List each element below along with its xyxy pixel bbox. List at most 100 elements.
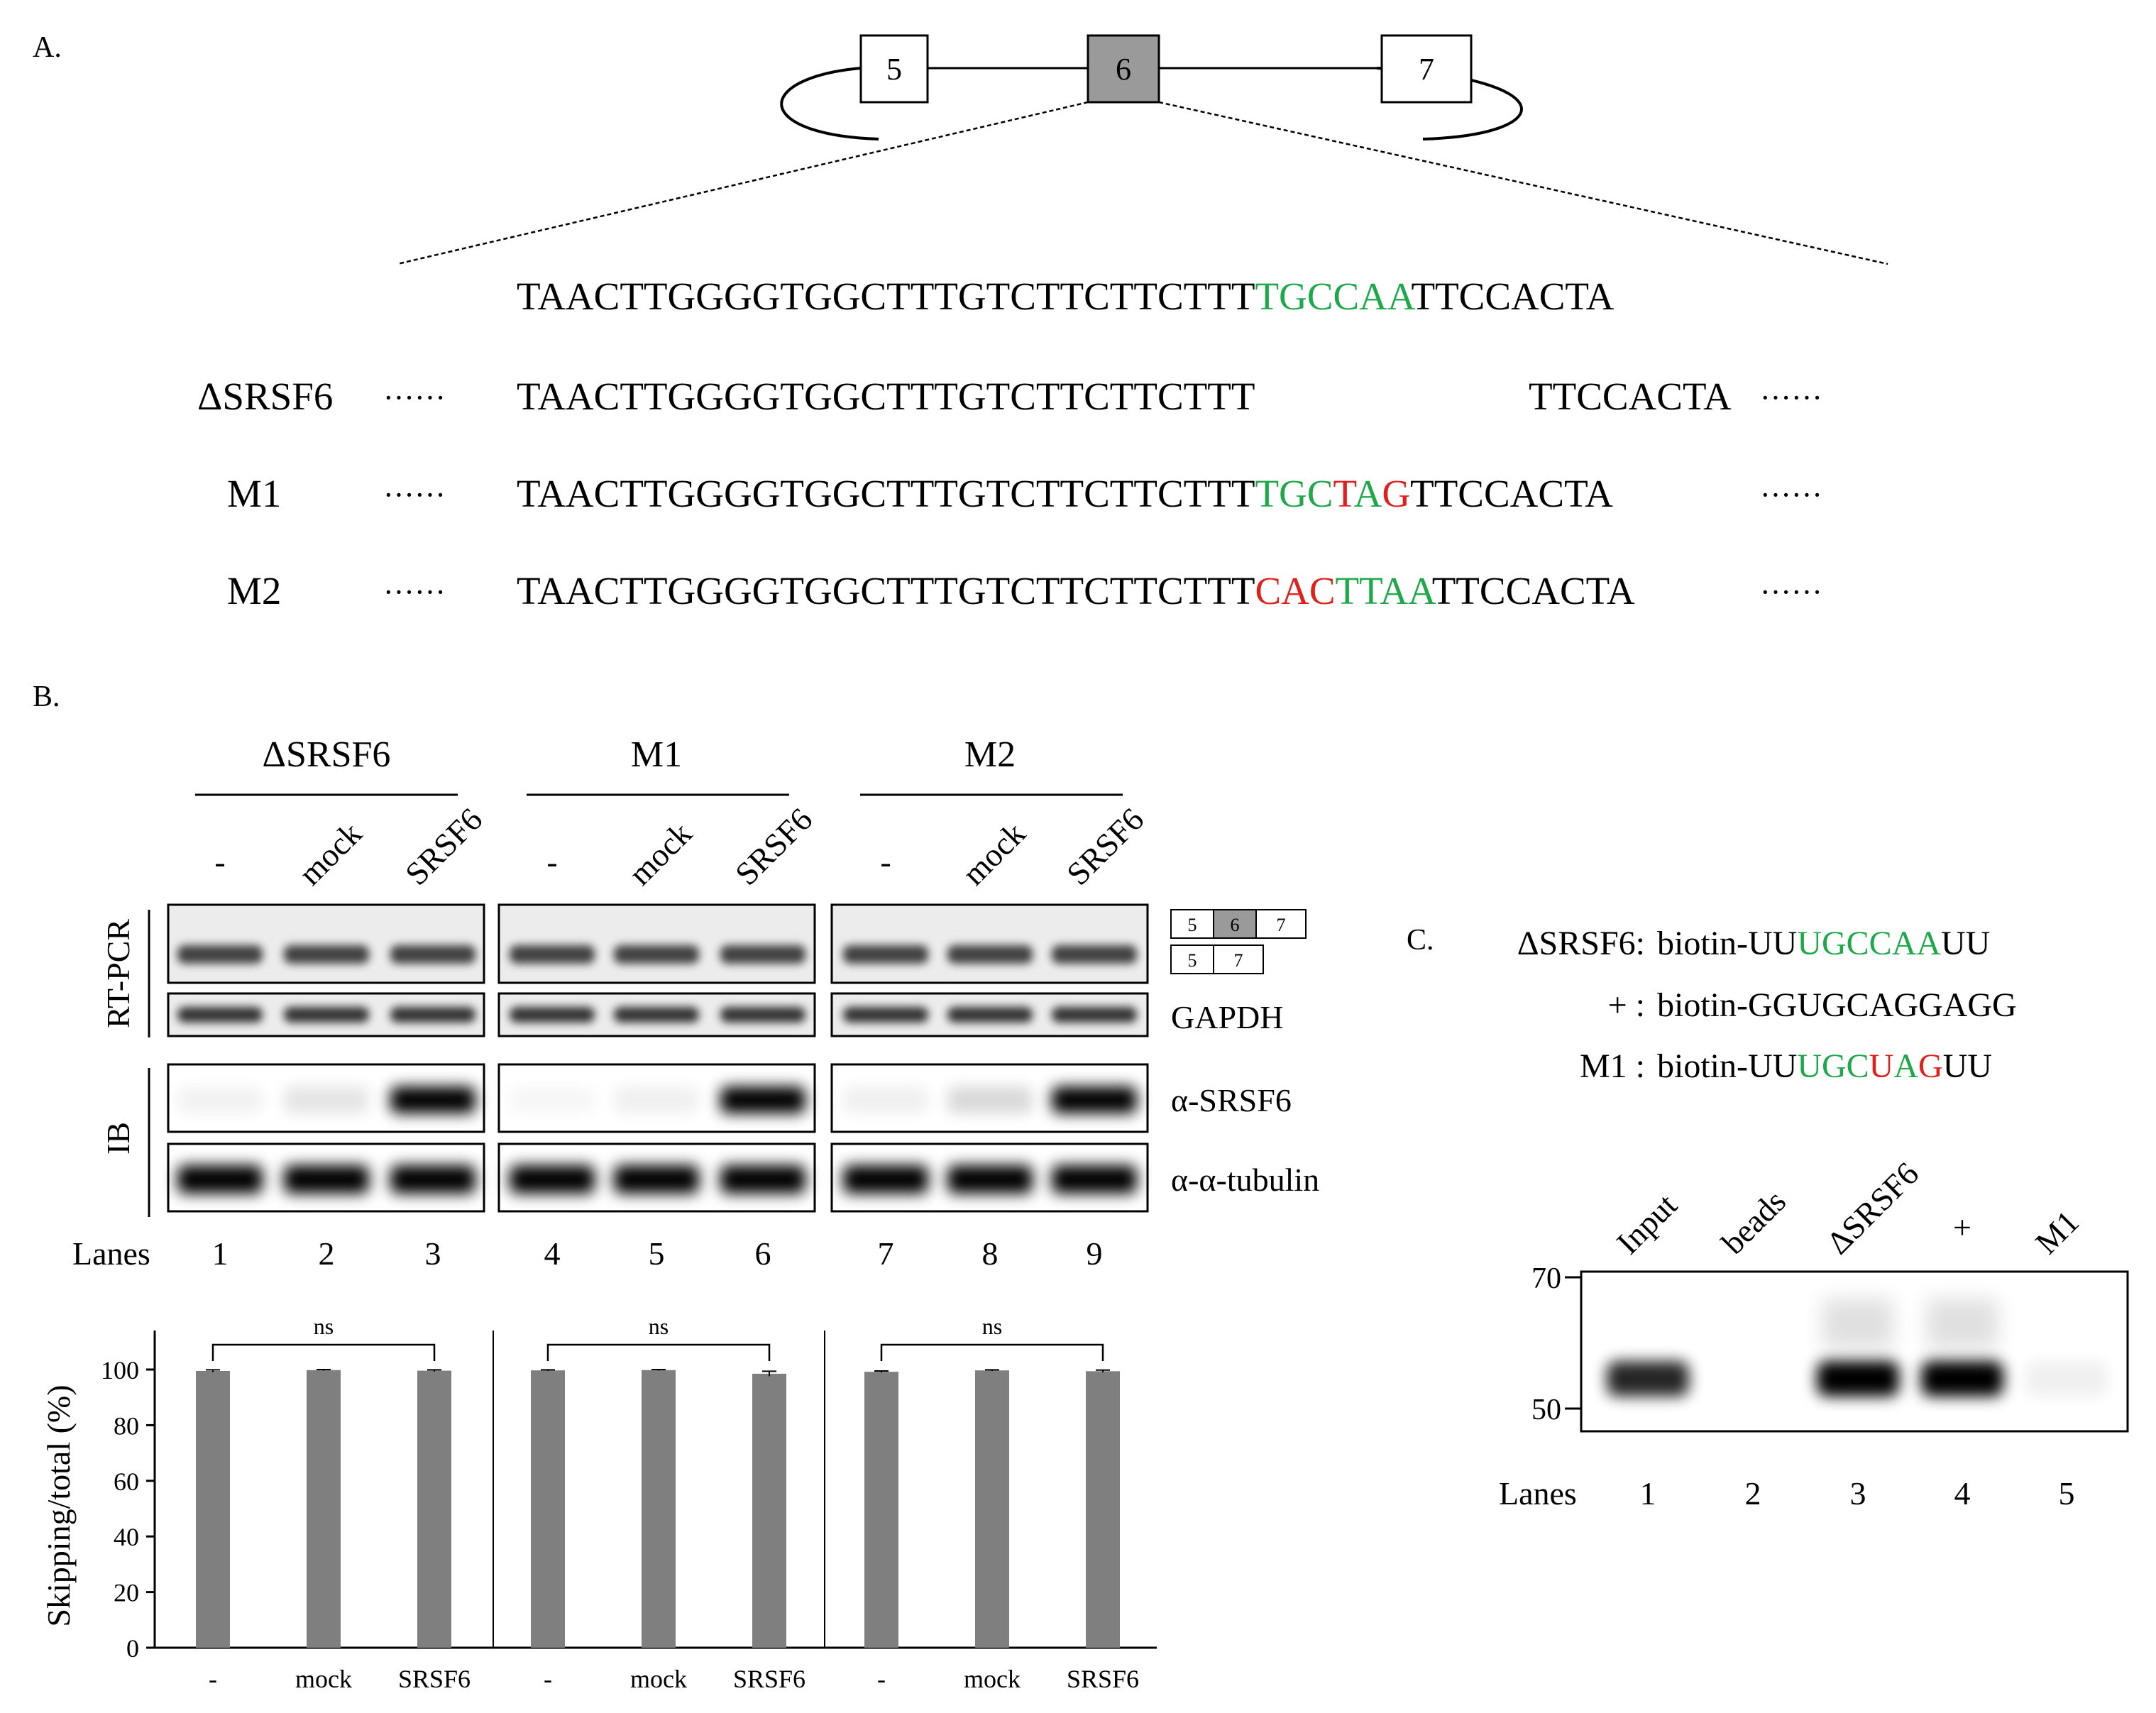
dots-left: ······ bbox=[383, 380, 446, 415]
blot-frame bbox=[497, 1142, 816, 1213]
lane-title: M1 bbox=[2028, 1203, 2086, 1261]
lane-number: 2 bbox=[1745, 1475, 1761, 1511]
significance-bracket bbox=[211, 1343, 436, 1361]
sequence-segment: G bbox=[1918, 1047, 1943, 1085]
pulldown-blot bbox=[1580, 1270, 2129, 1433]
lane-title: + bbox=[1953, 1209, 1971, 1245]
tubulin-blot bbox=[830, 1142, 1149, 1213]
legend-exon-label: 7 bbox=[1277, 915, 1286, 935]
sequence-segment: G bbox=[1382, 472, 1410, 515]
blot-frame bbox=[167, 992, 485, 1037]
zoom-line-right bbox=[1158, 101, 1888, 265]
blot-band bbox=[614, 1165, 699, 1194]
blot-band bbox=[720, 945, 805, 964]
blot-band bbox=[284, 1007, 369, 1023]
exon-5-box bbox=[859, 34, 929, 104]
condition-label: mock bbox=[292, 815, 368, 892]
blot-band bbox=[720, 1165, 805, 1194]
sequence-segment: A bbox=[1354, 472, 1382, 515]
rtpcr-blot bbox=[497, 903, 816, 984]
blot-band bbox=[510, 945, 595, 964]
blot-band bbox=[843, 1086, 928, 1113]
variant-row-dsrsf6: ΔSRSF6 ······ TAACTTGGGGTGGCTTTGTCTTCTTC… bbox=[197, 375, 1822, 418]
blot-band bbox=[614, 945, 699, 964]
srsf6-blot bbox=[830, 1063, 1149, 1133]
variant-row-m2: M2 ······ TAACTTGGGGTGGCTTTGTCTTCTTCTTTC… bbox=[227, 569, 1822, 612]
pulldown-band bbox=[1921, 1361, 2003, 1397]
blot-band bbox=[177, 1007, 263, 1023]
lane-number: 6 bbox=[755, 1235, 771, 1272]
sequence-segment: T bbox=[1336, 569, 1360, 612]
variant-sequence-part2: TTCCACTA bbox=[1529, 375, 1732, 418]
group-header-m1: M1 bbox=[631, 734, 682, 775]
isoform-legend: 5 6 7 5 7 bbox=[1170, 909, 1307, 974]
significance-label: ns bbox=[649, 1313, 669, 1339]
x-category-label: SRSF6 bbox=[1067, 1665, 1139, 1693]
srsf6-blot bbox=[497, 1063, 816, 1133]
sequence-segment: UGCCAA bbox=[1797, 925, 1941, 962]
sequence-segment: biotin-UU bbox=[1657, 925, 1797, 962]
blot-band bbox=[1052, 1086, 1137, 1113]
bar bbox=[975, 1370, 1009, 1648]
probe-name: M1 : bbox=[1580, 1047, 1645, 1085]
dots-left: ······ bbox=[383, 478, 446, 512]
variant-name: ΔSRSF6 bbox=[197, 375, 333, 418]
legend-exon-label: 5 bbox=[1188, 915, 1197, 935]
tubulin-blot bbox=[497, 1142, 816, 1213]
variant-sequence: TAACTTGGGGTGGCTTTGTCTTCTTCTTTCACTTAATTCC… bbox=[517, 569, 1635, 612]
variant-sequence-part1: TAACTTGGGGTGGCTTTGTCTTCTTCTTT bbox=[517, 375, 1255, 418]
blot-band bbox=[720, 1007, 805, 1023]
blot-band bbox=[284, 1086, 369, 1113]
bar bbox=[642, 1370, 676, 1648]
skip-arc-left bbox=[780, 67, 879, 141]
lane-title: Input bbox=[1610, 1186, 1684, 1261]
ib-side-label: IB bbox=[100, 1122, 136, 1155]
zoom-line-left bbox=[397, 101, 1089, 265]
bars bbox=[196, 1369, 1120, 1648]
sequence-segment: TAACTTGGGGTGGCTTTGTCTTCTTCTTT bbox=[517, 569, 1255, 612]
blot-band bbox=[510, 1007, 595, 1023]
condition-label: SRSF6 bbox=[1060, 801, 1150, 892]
probe-row: + :biotin-GGUGCAGGAGG bbox=[1608, 986, 2017, 1024]
blot-band bbox=[1052, 1007, 1137, 1023]
sequence-segment: biotin-UU bbox=[1657, 1047, 1797, 1085]
sequence-segment: TAACTTGGGGTGGCTTTGTCTTCTTCTTT bbox=[517, 472, 1255, 515]
sequence-segment: U bbox=[1869, 1047, 1894, 1085]
y-axis-title: Skipping/total (%) bbox=[40, 1384, 77, 1626]
blot-band bbox=[390, 1086, 475, 1113]
x-category-label: - bbox=[209, 1665, 217, 1693]
sequence-segment: UGC bbox=[1797, 1047, 1869, 1085]
dots-right: ······ bbox=[1760, 575, 1822, 610]
bar bbox=[1086, 1371, 1120, 1648]
pulldown-bands bbox=[1607, 1299, 2108, 1397]
lane-number: 2 bbox=[319, 1235, 335, 1272]
blot-label-gapdh: GAPDH bbox=[1171, 999, 1283, 1035]
sequence-segment: UU bbox=[1943, 1047, 1992, 1085]
blot-band bbox=[720, 1086, 805, 1113]
condition-label: SRSF6 bbox=[398, 801, 489, 892]
lane-number: 5 bbox=[649, 1235, 665, 1272]
blot-band bbox=[390, 1165, 475, 1194]
legend-exon7-incl bbox=[1255, 909, 1307, 939]
sequence-segment: T bbox=[1333, 472, 1356, 515]
legend-exon-label: 7 bbox=[1234, 950, 1243, 971]
probe-sequence: biotin-UUUGCUAGUU bbox=[1657, 1047, 1992, 1085]
blot-band bbox=[947, 1086, 1033, 1113]
lane-number: 7 bbox=[878, 1235, 894, 1272]
blot-frame bbox=[497, 903, 816, 984]
legend-exon5-skip bbox=[1170, 944, 1214, 974]
variant-row-m1: M1 ······ TAACTTGGGGTGGCTTTGTCTTCTTCTTTT… bbox=[227, 472, 1822, 515]
exon-5-label: 5 bbox=[886, 52, 902, 87]
blot-band bbox=[843, 1007, 928, 1023]
x-category-label: SRSF6 bbox=[398, 1665, 471, 1693]
legend-exon7-skip bbox=[1213, 944, 1264, 974]
x-category-label: mock bbox=[964, 1665, 1021, 1693]
blot-frame bbox=[830, 1063, 1149, 1133]
blot-frame bbox=[830, 903, 1149, 984]
srsf6-blot bbox=[167, 1063, 485, 1133]
lane-title: ΔSRSF6 bbox=[1820, 1155, 1925, 1261]
y-tick-label: 100 bbox=[101, 1356, 139, 1384]
rtpcr-blot bbox=[830, 903, 1149, 984]
